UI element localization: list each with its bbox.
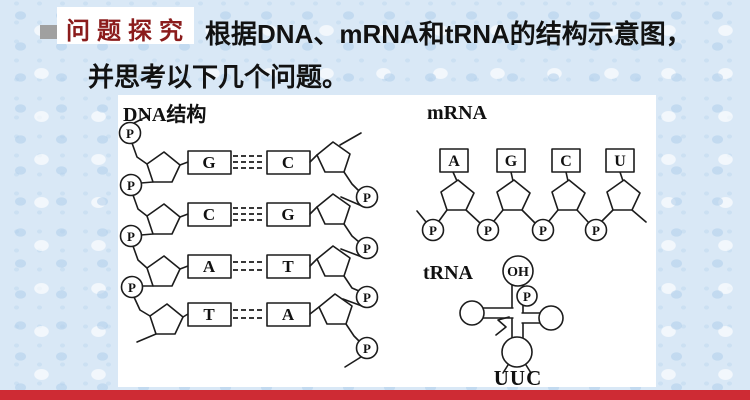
- trna-anticodon-loop: [501, 336, 533, 368]
- base-letter: G: [281, 205, 294, 224]
- phosphate-circle: [355, 336, 379, 360]
- sugar-pentagon: [316, 193, 351, 225]
- dna-section-label: DNA结构: [123, 104, 207, 126]
- phosphate-circle: [355, 236, 379, 260]
- base-box: [439, 148, 469, 173]
- trna-left-lobe: [459, 300, 485, 326]
- sugar-pentagon: [496, 179, 531, 211]
- phosphate-circle: [119, 224, 143, 248]
- phosphate-label: P: [363, 290, 371, 305]
- phosphate-circle: [531, 218, 555, 242]
- phosphate-circle: [476, 218, 500, 242]
- base-letter: G: [505, 153, 518, 170]
- base-box: [605, 148, 635, 173]
- mrna-section-label: mRNA: [427, 102, 487, 124]
- mrna-strand: A G C U P P P P: [416, 148, 647, 242]
- phosphate-label: P: [523, 289, 531, 304]
- sugar-pentagon: [146, 203, 181, 235]
- dna-right-strand: P P P P: [309, 132, 379, 368]
- phosphate-label: P: [363, 190, 371, 205]
- base-box: [496, 148, 526, 173]
- phosphate-label: P: [126, 126, 134, 141]
- base-box: [187, 150, 232, 175]
- base-letter: A: [203, 257, 216, 276]
- trna-section-label: tRNA: [423, 262, 473, 284]
- base-letter: C: [282, 153, 294, 172]
- phosphate-label: P: [484, 223, 492, 238]
- sugar-pentagon: [146, 255, 181, 287]
- sugar-pentagon: [606, 179, 641, 211]
- phosphate-circle: [421, 218, 445, 242]
- phosphate-label: P: [429, 223, 437, 238]
- base-letter: A: [448, 153, 460, 170]
- phosphate-label: P: [127, 229, 135, 244]
- title-line-1: 根据DNA、mRNA和tRNA的结构示意图，: [205, 19, 692, 49]
- base-box: [187, 302, 232, 327]
- phosphate-label: P: [592, 223, 600, 238]
- phosphate-label: P: [363, 241, 371, 256]
- base-letter: T: [203, 305, 215, 324]
- badge-label: 问题探究: [66, 19, 190, 45]
- sugar-pentagon: [551, 179, 586, 211]
- title-line-2: 并思考以下几个问题。: [88, 62, 349, 92]
- footer-bar: [0, 390, 750, 400]
- base-letter: A: [282, 305, 295, 324]
- dna-left-strand: P P P P: [118, 115, 189, 343]
- base-letter: T: [282, 257, 294, 276]
- phosphate-circle: [119, 173, 143, 197]
- sugar-pentagon: [146, 151, 181, 183]
- phosphate-circle: [355, 285, 379, 309]
- phosphate-circle: [120, 275, 144, 299]
- sugar-pentagon: [318, 293, 353, 325]
- dna-base-pairs: G C C G A T T A: [187, 150, 311, 327]
- trna-right-lobe: [538, 305, 564, 331]
- sugar-pentagon: [316, 141, 351, 173]
- base-letter: C: [203, 205, 215, 224]
- phosphate-label: P: [128, 280, 136, 295]
- oh-label: OH: [507, 265, 529, 280]
- phosphate-circle: [355, 185, 379, 209]
- anticodon-label: UUC: [494, 366, 543, 390]
- base-box: [187, 202, 232, 227]
- phosphate-label: P: [539, 223, 547, 238]
- phosphate-label: P: [363, 341, 371, 356]
- trna-cloverleaf: OH P UUC: [459, 255, 564, 390]
- sugar-pentagon: [440, 179, 475, 211]
- phosphate-label: P: [127, 178, 135, 193]
- base-letter: G: [202, 153, 215, 172]
- badge-box: [57, 7, 194, 44]
- phosphate-circle: [584, 218, 608, 242]
- sugar-pentagon: [316, 245, 351, 277]
- base-box: [551, 148, 581, 173]
- base-letter: U: [614, 153, 626, 170]
- phosphate-circle: [118, 121, 142, 145]
- base-box: [187, 254, 232, 279]
- oh-circle: [502, 255, 534, 287]
- diagram-panel: [118, 95, 656, 387]
- phosphate-circle: [516, 285, 538, 307]
- base-letter: C: [560, 153, 572, 170]
- sugar-pentagon: [149, 303, 184, 335]
